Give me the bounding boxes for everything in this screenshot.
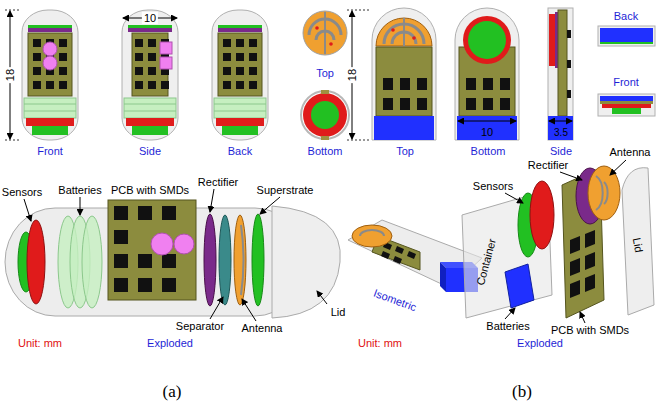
unit-note: Unit: mm [18,337,62,349]
view-label: Bottom [471,145,506,157]
view-label: Top [396,145,414,157]
view-label: Side [550,145,572,157]
dimension-label: 10 [481,126,493,138]
part-label: Batteries [58,184,101,196]
part-label: Lid [331,306,346,318]
view-label: Isometric [372,287,418,314]
panel-label: (a) [163,383,182,402]
part-label: Lid [631,237,645,254]
part-label: Sensors [473,180,513,192]
view-label: Back [228,145,252,157]
part-label: Batteries [486,320,529,332]
part-label: PCB with SMDs [551,324,629,336]
part-label: Antenna [610,146,651,158]
unit-note: Unit: mm [358,337,402,349]
view-label: Back [614,10,638,22]
view-label: Side [139,145,161,157]
part-label: Rectifier [528,159,568,171]
view-label: Front [37,145,63,157]
view-label: Exploded [517,337,563,349]
part-label: Superstrate [257,184,314,196]
dimension-label: 10 [142,12,158,24]
view-label: Bottom [308,145,343,157]
part-label: PCB with SMDs [111,184,189,196]
dimension-label: 3.5 [554,127,568,138]
part-label: Rectifier [198,176,238,188]
view-label: Top [316,67,334,79]
part-label: Separator [176,320,224,332]
panel-label: (b) [512,383,532,402]
part-label: Antenna [242,322,283,334]
dimension-label: 18 [346,67,358,83]
part-label: Container [474,237,498,286]
view-label: Exploded [147,337,193,349]
part-label: Sensors [2,186,42,198]
view-label: Front [613,76,639,88]
dimension-label: 18 [4,67,16,83]
